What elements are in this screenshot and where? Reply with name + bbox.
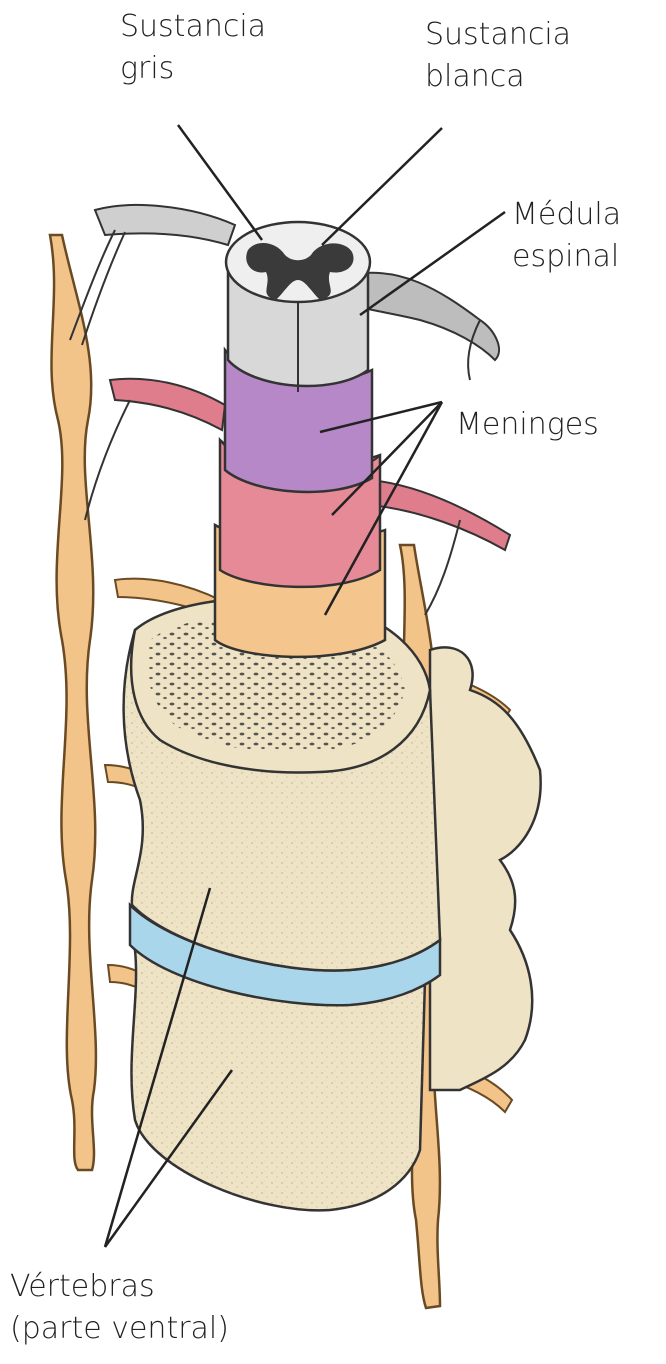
leader-meninges-2 (332, 402, 442, 515)
label-vertebras-line2: (parte ventral) (10, 1308, 229, 1350)
label-sustancia-gris-line2: gris (120, 48, 266, 90)
leader-sustancia-blanca (322, 128, 442, 245)
leader-medula-espinal (360, 212, 505, 315)
label-meninges: Meninges (456, 404, 599, 446)
label-medula-espinal: Médula espinal (512, 194, 621, 278)
label-sustancia-gris: Sustancia gris (120, 6, 266, 90)
label-sustancia-blanca: Sustancia blanca (425, 14, 571, 98)
leader-meninges-3 (325, 402, 442, 615)
label-meninges-text: Meninges (456, 404, 599, 446)
label-vertebras-line1: Vértebras (10, 1266, 229, 1308)
label-sustancia-gris-line1: Sustancia (120, 6, 266, 48)
leader-sustancia-gris (178, 125, 262, 240)
label-sustancia-blanca-line1: Sustancia (425, 14, 571, 56)
label-medula-espinal-line1: Médula (512, 194, 621, 236)
label-vertebras: Vértebras (parte ventral) (10, 1266, 229, 1350)
leader-vertebras-2 (105, 1070, 232, 1247)
label-sustancia-blanca-line2: blanca (425, 56, 571, 98)
label-medula-espinal-line2: espinal (512, 236, 621, 278)
leader-vertebras-1 (105, 888, 210, 1247)
leader-meninges-1 (320, 402, 442, 432)
